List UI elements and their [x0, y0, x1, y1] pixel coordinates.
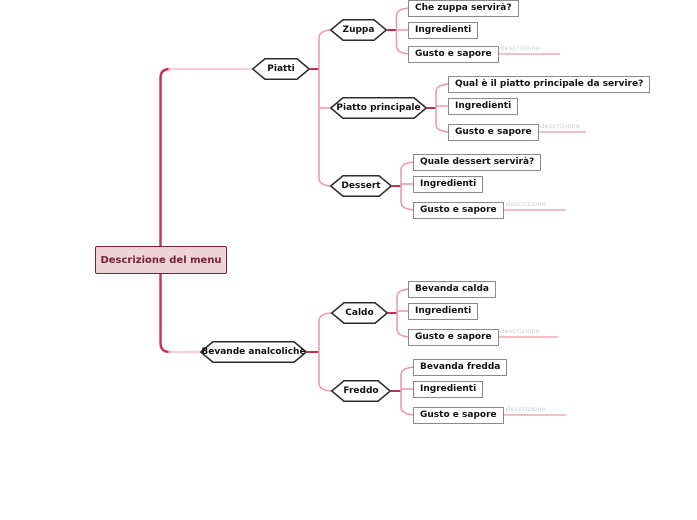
- topic-node-piatto-principale[interactable]: Piatto principale: [330, 97, 427, 119]
- branch-node-piatti[interactable]: Piatti: [252, 58, 310, 80]
- leaf-node-qual-e-il-piatto-principale[interactable]: Qual è il piatto principale da servire?: [448, 76, 651, 93]
- leaf-node-dessert-gusto-e-sapore[interactable]: Gusto e sapore: [413, 202, 504, 219]
- hexagon-shape: [330, 19, 387, 41]
- note-label-piatto-descrizione: descrizione: [540, 122, 581, 130]
- topic-node-zuppa[interactable]: Zuppa: [330, 19, 387, 41]
- note-label-freddo-descrizione: descrizione: [506, 405, 547, 413]
- leaf-node-piatto-ingredienti[interactable]: Ingredienti: [448, 98, 519, 115]
- leaf-node-quale-dessert-servira[interactable]: Quale dessert servirà?: [413, 154, 542, 171]
- leaf-node-bevanda-calda[interactable]: Bevanda calda: [408, 281, 496, 298]
- hexagon-shape: [200, 341, 307, 363]
- leaf-node-freddo-ingredienti[interactable]: Ingredienti: [413, 381, 484, 398]
- branch-label: Piatti: [267, 64, 295, 74]
- root-node-descrizione-del-menu[interactable]: Descrizione del menu: [95, 246, 227, 274]
- topic-node-freddo[interactable]: Freddo: [331, 380, 391, 402]
- topic-node-dessert[interactable]: Dessert: [330, 175, 392, 197]
- branch-label: Bevande analcoliche: [201, 347, 306, 357]
- hexagon-shape: [331, 302, 388, 324]
- note-label-zuppa-descrizione: descrizione: [500, 44, 541, 52]
- leaf-node-bevanda-fredda[interactable]: Bevanda fredda: [413, 359, 508, 376]
- topic-label: Freddo: [343, 386, 379, 396]
- leaf-node-zuppa-gusto-e-sapore[interactable]: Gusto e sapore: [408, 46, 499, 63]
- leaf-node-caldo-ingredienti[interactable]: Ingredienti: [408, 303, 479, 320]
- topic-label: Dessert: [341, 181, 381, 191]
- topic-label: Piatto principale: [336, 103, 421, 113]
- topic-label: Caldo: [345, 308, 374, 318]
- branch-node-bevande-analcoliche[interactable]: Bevande analcoliche: [200, 341, 307, 363]
- note-label-caldo-descrizione: descrizione: [500, 327, 541, 335]
- hexagon-shape: [330, 175, 392, 197]
- topic-label: Zuppa: [342, 25, 375, 35]
- leaf-node-zuppa-ingredienti[interactable]: Ingredienti: [408, 22, 479, 39]
- topic-node-caldo[interactable]: Caldo: [331, 302, 388, 324]
- leaf-node-che-zuppa-servira[interactable]: Che zuppa servirà?: [408, 0, 519, 17]
- hexagon-shape: [252, 58, 310, 80]
- hexagon-shape: [331, 380, 391, 402]
- hexagon-shape: [330, 97, 427, 119]
- leaf-node-freddo-gusto-e-sapore[interactable]: Gusto e sapore: [413, 407, 504, 424]
- leaf-node-piatto-gusto-e-sapore[interactable]: Gusto e sapore: [448, 124, 539, 141]
- leaf-node-dessert-ingredienti[interactable]: Ingredienti: [413, 176, 484, 193]
- leaf-node-caldo-gusto-e-sapore[interactable]: Gusto e sapore: [408, 329, 499, 346]
- note-label-dessert-descrizione: descrizione: [506, 200, 547, 208]
